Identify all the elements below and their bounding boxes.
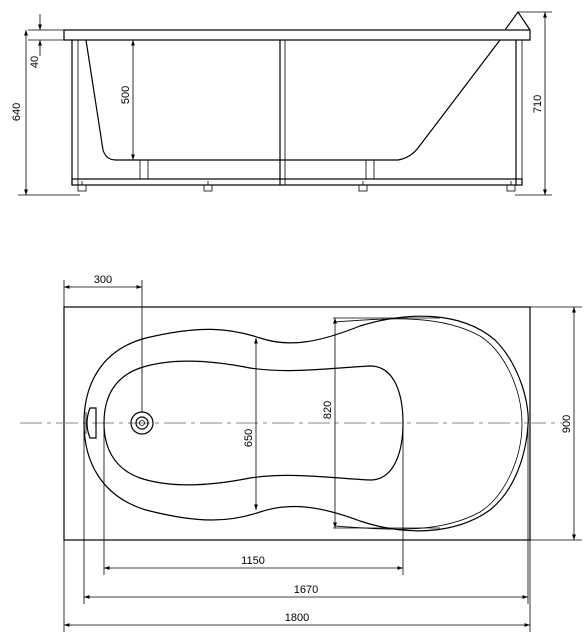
dim-overall-width: 900 bbox=[530, 306, 582, 541]
dim-outer-bowl-width: 820 bbox=[322, 317, 440, 529]
dim-overall-length: 1800 bbox=[63, 540, 531, 632]
dim-inner-depth: 500 bbox=[120, 40, 135, 160]
top-outer-bowl-rim bbox=[334, 318, 523, 530]
dim-total-height: 640 bbox=[11, 30, 80, 196]
top-view: 300 900 820 650 1150 bbox=[20, 274, 582, 632]
dim-label-outer-bowl-width: 820 bbox=[322, 401, 334, 419]
top-outline bbox=[63, 306, 531, 541]
overflow-icon bbox=[85, 407, 97, 439]
dim-label-overall-width: 900 bbox=[561, 415, 573, 433]
dim-inner-bottom-length: 1150 bbox=[103, 423, 404, 575]
dim-label-headrest-height: 710 bbox=[532, 95, 544, 113]
dim-drain-offset: 300 bbox=[63, 274, 143, 412]
dim-label-overall-length: 1800 bbox=[285, 612, 309, 624]
side-view: 40 640 500 710 bbox=[11, 10, 552, 196]
dim-inner-bowl-width: 650 bbox=[243, 338, 258, 510]
dim-rim-thickness: 40 bbox=[28, 14, 64, 68]
side-bottom-frame bbox=[71, 178, 523, 186]
dim-height-headrest: 710 bbox=[515, 11, 552, 196]
dim-label-drain-offset: 300 bbox=[94, 274, 112, 286]
side-feet bbox=[77, 181, 516, 192]
dim-label-inner-bottom-length: 1150 bbox=[241, 555, 265, 567]
side-tub-body bbox=[85, 39, 501, 161]
side-supports bbox=[139, 160, 375, 179]
dim-label-inner-depth: 500 bbox=[120, 86, 132, 104]
dim-label-rim: 40 bbox=[29, 56, 41, 68]
dim-label-bowl-length: 1670 bbox=[294, 584, 318, 596]
top-outer-bowl bbox=[83, 315, 529, 532]
side-rim bbox=[63, 29, 531, 41]
dim-bowl-length: 1670 bbox=[83, 423, 529, 604]
top-inner-bowl bbox=[103, 360, 404, 486]
side-headrest bbox=[504, 10, 531, 31]
dim-label-inner-bowl-width: 650 bbox=[243, 429, 255, 447]
dim-label-total-height: 640 bbox=[11, 103, 23, 121]
